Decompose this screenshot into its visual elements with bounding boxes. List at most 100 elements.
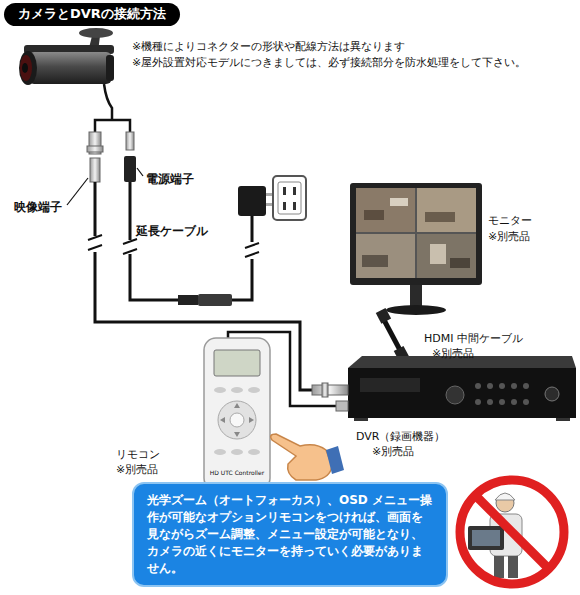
note-text: ※屋外設置対応モデルにつきましては、必ず接続部分を防水処理をして下さい。 (132, 56, 526, 70)
dvr-recorder (511, 399, 517, 405)
remote-control (214, 449, 226, 455)
prohibition-sign (460, 480, 564, 584)
bnc-connector (87, 146, 103, 152)
cable-label: 延長ケーブル (136, 224, 208, 239)
monitor (356, 188, 476, 278)
power-cable (129, 182, 132, 240)
dvr-recorder (511, 383, 517, 389)
power-adapter (266, 203, 273, 206)
remote-control (249, 417, 254, 423)
dc-connector (124, 132, 136, 182)
power-adapter (266, 193, 273, 196)
camera (20, 55, 32, 81)
monitor (450, 258, 470, 268)
camera-cable (95, 120, 130, 132)
monitor (390, 198, 408, 206)
camera-cable (104, 84, 112, 120)
monitor (425, 212, 455, 222)
extension-connector (178, 295, 198, 305)
remote-control (220, 417, 225, 423)
leader-line (67, 178, 88, 205)
dvr-recorder (523, 383, 529, 389)
remote-control (231, 449, 243, 455)
pointing-hand (271, 434, 344, 480)
dc-connector (126, 132, 134, 150)
dvr-recorder (556, 418, 570, 421)
pointing-hand (326, 446, 344, 474)
dvr-recorder (312, 385, 348, 395)
monitor (356, 234, 415, 278)
device-label: リモコン (116, 448, 160, 462)
dvr-recorder (475, 383, 481, 389)
dvr-recorder (499, 399, 505, 405)
dc-connector (124, 156, 136, 182)
remote-control (214, 350, 260, 376)
wall-outlet (293, 202, 296, 210)
power-cable (251, 216, 254, 242)
remote-control (230, 413, 244, 427)
remote-model-text: HD UTC Controller (204, 469, 270, 477)
dvr-recorder (322, 383, 328, 397)
extension-connector (198, 294, 232, 306)
callout-text: 光学ズーム（オートフォーカス）、OSD メニュー操作が可能なオプションリモコンを… (147, 492, 433, 577)
remote-control (234, 403, 240, 408)
dvr-recorder (475, 399, 481, 405)
title-band: カメラとDVRの接続方法 (4, 3, 180, 26)
prohibition-sign (496, 494, 514, 512)
dvr-recorder (523, 399, 529, 405)
remote-control (248, 449, 260, 455)
monitor (417, 188, 476, 232)
camera-cable (95, 84, 130, 132)
terminal-label: 電源端子 (146, 172, 194, 187)
power-cable (232, 259, 252, 300)
hdmi-cable (376, 308, 409, 362)
terminal-label: 映像端子 (14, 200, 62, 215)
camera (106, 55, 114, 81)
monitor (362, 255, 388, 267)
wall-outlet (278, 182, 301, 214)
pointing-hand (271, 434, 332, 480)
wall-outlet (273, 176, 306, 220)
wall-outlet (283, 187, 286, 195)
cable-break-mark (245, 252, 259, 257)
power-adapter (238, 186, 273, 216)
dvr-recorder (360, 378, 420, 392)
remote-control (218, 401, 256, 439)
cable-break-mark (245, 243, 259, 248)
leader-line (67, 168, 143, 205)
dvr-recorder (354, 418, 368, 421)
remote-control (204, 338, 270, 490)
dvr-recorder (446, 386, 464, 404)
dvr-recorder (348, 368, 576, 418)
power-adapter (238, 186, 266, 216)
wall-outlet (273, 176, 306, 220)
monitor (410, 285, 422, 307)
remote-control (248, 387, 260, 393)
camera (22, 63, 28, 73)
leader-line (137, 168, 143, 176)
device-label: DVR（録画機器） (356, 430, 445, 444)
dvr-recorder (312, 356, 576, 421)
monitor (430, 244, 446, 264)
wall-outlet (293, 187, 296, 195)
sold-separately-note: ※別売品 (432, 347, 474, 361)
remote-control (214, 387, 226, 393)
camera (79, 28, 113, 38)
callout-box: 光学ズーム（オートフォーカス）、OSD メニュー操作が可能なオプションリモコンを… (132, 482, 448, 587)
note-text: ※機種によりコネクターの形状や配線方法は異なります (132, 40, 405, 54)
remote-cable (336, 401, 348, 411)
prohibition-sign (508, 556, 518, 578)
device-label: モニター (488, 214, 532, 228)
prohibition-sign (494, 556, 504, 578)
camera (28, 52, 112, 84)
remote-control (234, 432, 240, 437)
hdmi-cable (384, 320, 401, 352)
cable-break-mark (123, 249, 137, 254)
dvr-recorder (487, 399, 493, 405)
prohibition-sign (468, 526, 504, 550)
cable-break-mark (88, 235, 259, 257)
power-cable (130, 254, 178, 300)
monitor (350, 183, 482, 315)
video-cable (94, 182, 97, 236)
